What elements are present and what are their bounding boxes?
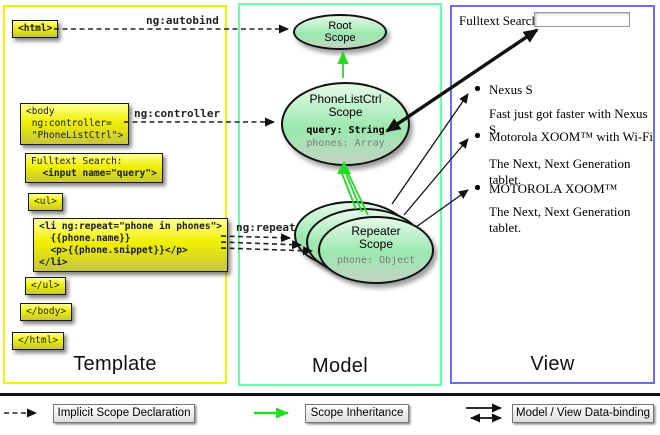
code-fulltext-label: Fulltext Search: [31,156,123,167]
bullet-dot [475,86,480,91]
view-item-title: Motorola XOOM™ with Wi-Fi [489,129,654,144]
legend-implicit-scope-declaration: Implicit Scope Declaration [53,404,195,423]
code-fulltext-search: Fulltext Search: <input name="query"> [25,153,163,183]
phonelistctrl-scope-title: PhoneListCtrl Scope [309,92,382,119]
code-li-repeat: <li ng:repeat="phone in phones"> {{phone… [33,218,229,272]
view-item-title: MOTOROLA XOOM™ [489,181,618,196]
bullet-dot [475,185,480,190]
scope-prop-phones: phones: Array [306,138,385,149]
code-html-close: </html> [12,332,65,350]
template-region-label: Template [73,353,157,375]
legend-scope-inheritance: Scope Inheritance [305,404,409,423]
scope-prop-query: query: String [306,125,385,136]
view-search-input[interactable] [534,12,630,27]
code-ul-close: </ul> [25,277,66,295]
bullet-dot [475,133,480,138]
view-search-label: Fulltext Search: [459,13,542,28]
ng-autobind-label: ng:autobind [146,14,219,27]
legend-model-view-data-binding: Model / View Data-binding [512,404,654,423]
model-region-label: Model [312,355,368,377]
root-scope-ellipse: Root Scope [293,14,387,50]
legend-separator-line [0,393,660,396]
root-scope-title: Root Scope [324,20,356,44]
code-body-open: <body ng:controller= "PhoneListCtrl"> [20,103,130,145]
code-body-close: </body> [20,303,73,321]
scope-prop-phone: phone: Object [336,255,416,266]
ng-repeat-label: ng:repeat [236,221,296,234]
phonelistctrl-scope-ellipse: PhoneListCtrl Scope query: String phones… [281,82,410,166]
repeater-scope-title: Repeater Scope [351,224,401,251]
model-region: Model [238,3,442,386]
ng-controller-label: ng:controller [134,107,221,120]
code-input-tag: <input name="query"> [31,168,157,179]
code-ul-open: <ul> [28,193,63,211]
view-item-desc: The Next, Next Generation tablet. [489,156,631,187]
repeater-scope-ellipse-front: Repeater Scope phone: Object [318,216,434,284]
code-html-open: <html> [12,20,59,38]
view-item-title: Nexus S [489,82,533,97]
view-item-desc: The Next, Next Generation tablet. [489,204,631,235]
view-region-label: View [530,353,575,375]
